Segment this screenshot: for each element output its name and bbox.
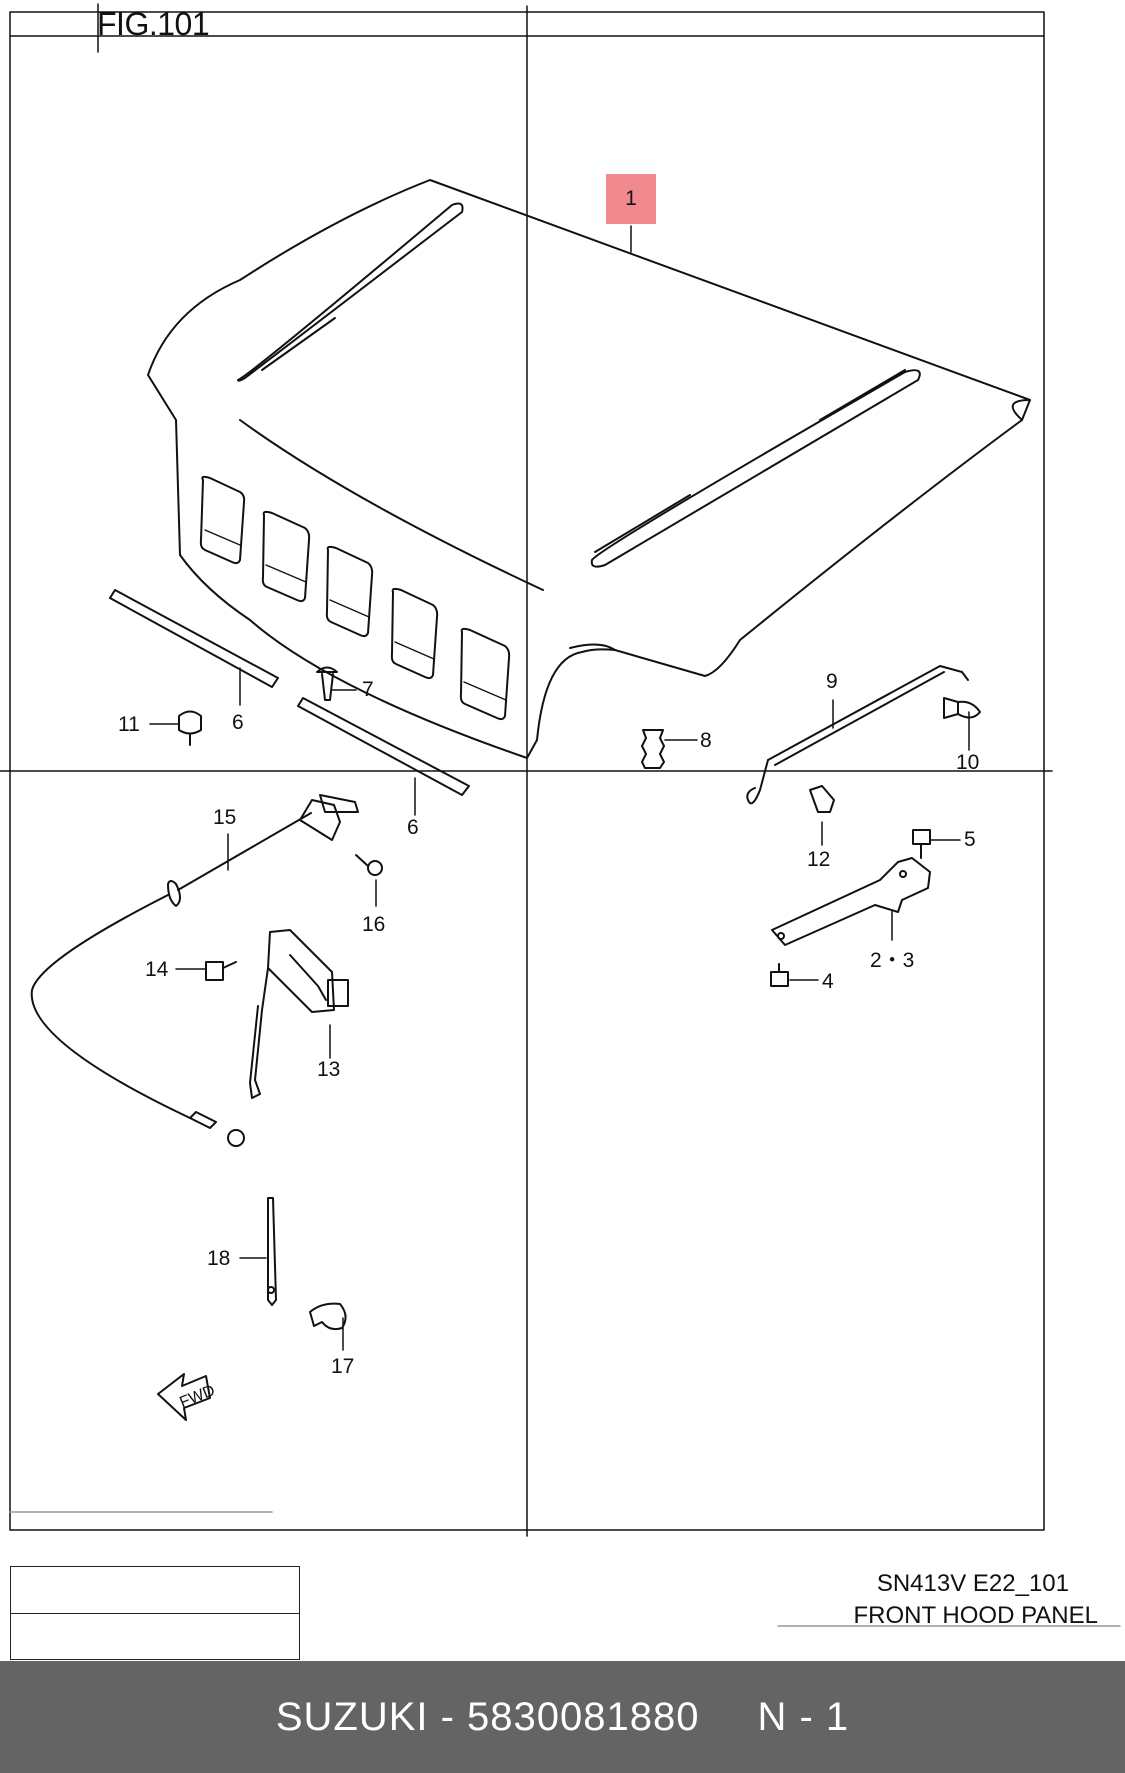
callout-1: 1 xyxy=(606,174,656,224)
release-cable-15 xyxy=(30,794,359,1147)
callout-7: 7 xyxy=(362,678,374,701)
bolt-14 xyxy=(205,961,237,981)
figure-label: FIG.101 xyxy=(97,6,210,42)
callout-11: 11 xyxy=(118,713,140,736)
callout-13: 13 xyxy=(317,1058,341,1081)
document-name: FRONT HOOD PANEL xyxy=(853,1602,1098,1629)
callout-2-3: 2・3 xyxy=(870,949,915,972)
callout-8: 8 xyxy=(700,729,712,752)
callout-15: 15 xyxy=(213,806,237,829)
hood-stay-9 xyxy=(746,665,969,805)
fwd-arrow-icon: FWD xyxy=(157,1373,218,1421)
callout-9: 9 xyxy=(826,670,838,693)
callout-6-right: 6 xyxy=(407,816,419,839)
clip-18 xyxy=(267,1197,277,1306)
nut-4 xyxy=(770,963,789,987)
footer-brand-part: SUZUKI - 5830081880 xyxy=(275,1694,700,1739)
holder-10 xyxy=(943,697,981,719)
footer-quantity: N - 1 xyxy=(757,1694,850,1739)
hood-latch-13 xyxy=(249,929,349,1099)
callout-14: 14 xyxy=(145,958,169,981)
hood-hinge xyxy=(771,857,931,946)
hood-seal-left xyxy=(109,589,279,688)
leader-lines xyxy=(149,225,970,1351)
cushion-11 xyxy=(178,710,202,746)
diagram-frame xyxy=(0,3,1121,1627)
callout-18: 18 xyxy=(207,1247,231,1270)
clip-12 xyxy=(809,785,835,813)
bumper-8 xyxy=(641,729,665,769)
clip-7 xyxy=(316,666,338,701)
bolt-5 xyxy=(912,829,931,859)
callout-4: 4 xyxy=(822,970,834,993)
callout-5: 5 xyxy=(964,828,976,851)
callout-12: 12 xyxy=(807,848,831,871)
callout-16: 16 xyxy=(362,913,386,936)
hood-seal-right xyxy=(297,697,470,796)
callout-17: 17 xyxy=(331,1355,355,1378)
clip-17 xyxy=(309,1302,347,1331)
title-block-empty xyxy=(10,1566,300,1660)
footer-bar: SUZUKI - 5830081880 N - 1 xyxy=(0,1661,1125,1773)
callout-6-left: 6 xyxy=(232,711,244,734)
callout-10: 10 xyxy=(956,751,980,774)
bolt-16 xyxy=(355,854,383,876)
document-code: SN413V E22_101 xyxy=(876,1570,1069,1597)
hood-panel xyxy=(147,179,1031,759)
